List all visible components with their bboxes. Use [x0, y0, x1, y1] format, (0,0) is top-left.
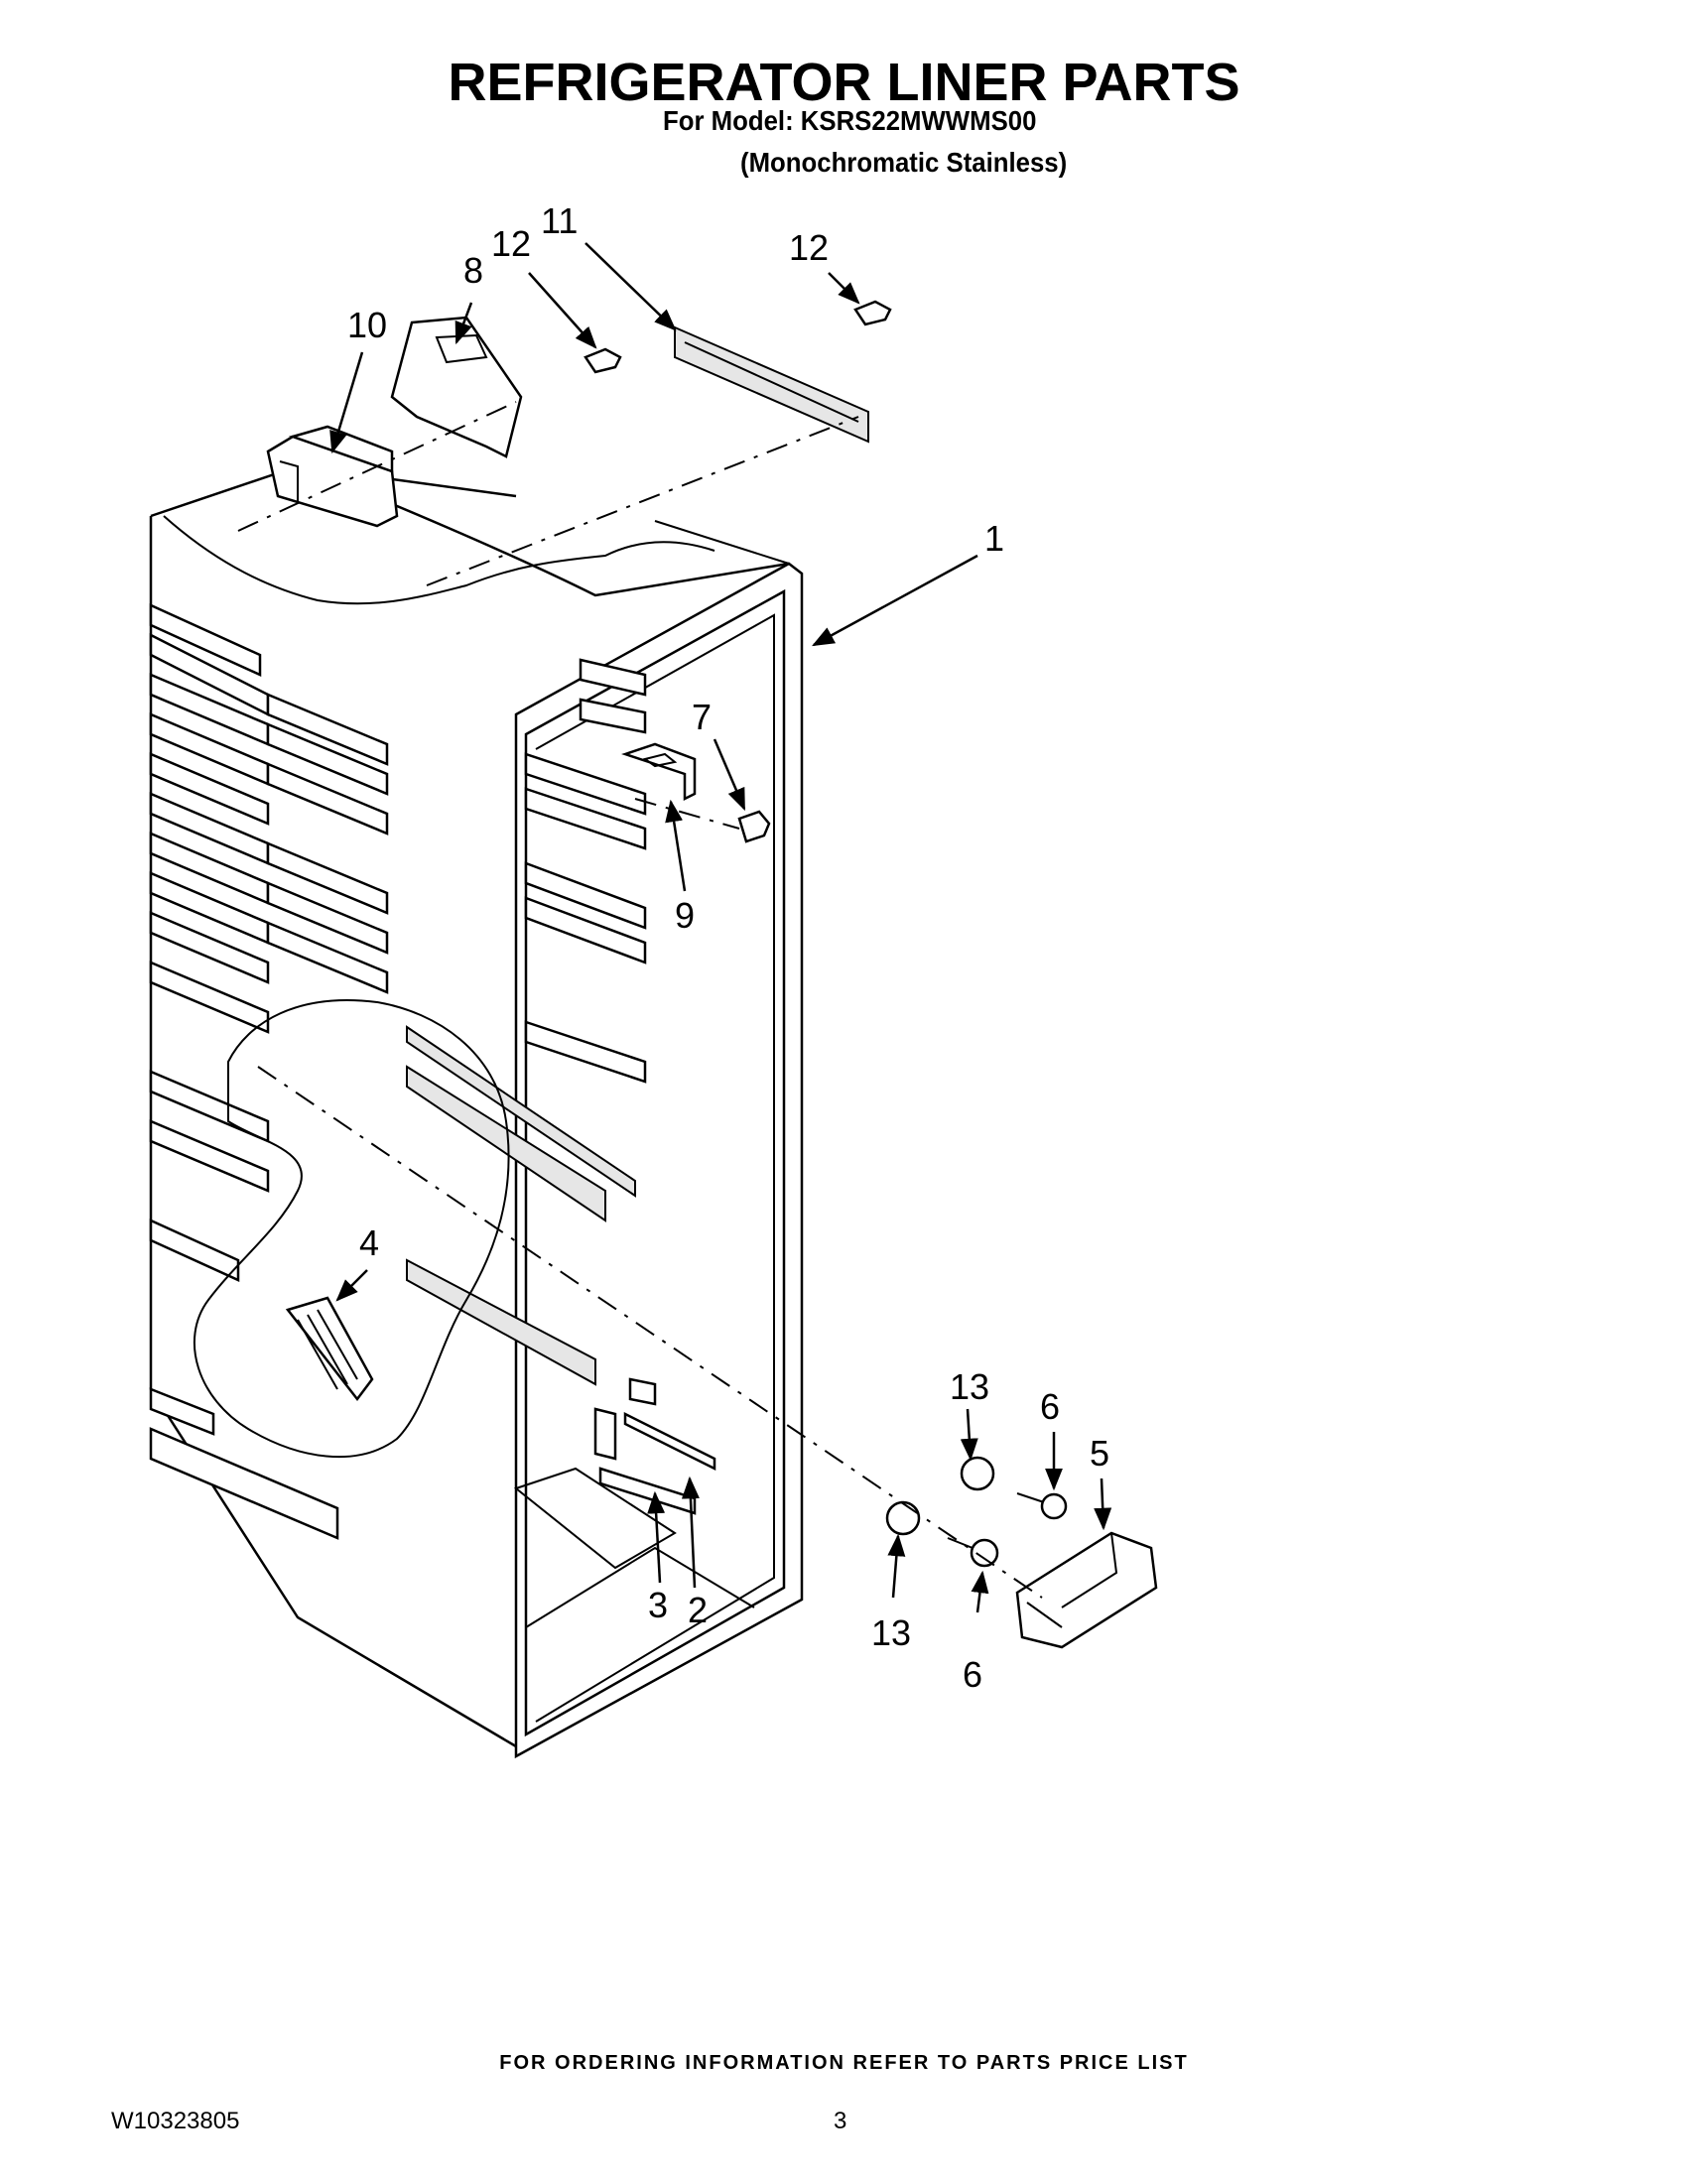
part-9-bracket [621, 742, 697, 802]
document-number: W10323805 [111, 2108, 240, 2134]
refrigerator-liner [149, 464, 804, 1759]
part-13-grommets [885, 1456, 995, 1536]
callout-10: 10 [347, 305, 387, 345]
part-11-rail [674, 325, 869, 444]
part-8-bracket [390, 316, 523, 458]
callout-8: 8 [463, 250, 483, 291]
assembly-lines [237, 401, 1043, 1599]
callout-6-lower: 6 [963, 1654, 982, 1695]
callout-11: 11 [541, 200, 578, 241]
callout-2: 2 [688, 1590, 708, 1630]
model-number: For Model: KSRS22MWWMS00 [663, 105, 1037, 136]
part-4-vent [285, 1296, 374, 1402]
shelf-rails-left [149, 603, 389, 1540]
callout-7: 7 [692, 697, 712, 737]
page-number: 3 [834, 2108, 847, 2134]
ordering-note: FOR ORDERING INFORMATION REFER TO PARTS … [499, 2052, 1189, 2074]
page-title: REFRIGERATOR LINER PARTS [448, 53, 1240, 112]
callout-4: 4 [359, 1222, 379, 1263]
callout-12-left: 12 [491, 223, 531, 264]
callout-12-right: 12 [789, 227, 829, 268]
callout-5: 5 [1090, 1433, 1109, 1474]
part-7-screw [737, 810, 771, 843]
callout-6-upper: 6 [1040, 1386, 1060, 1427]
part-5-light-cover [1015, 1531, 1158, 1649]
part-6-pins [947, 1492, 1068, 1568]
callout-13-upper: 13 [950, 1366, 989, 1407]
model-variant: (Monochromatic Stainless) [740, 147, 1068, 178]
callout-13-lower: 13 [871, 1612, 911, 1653]
callout-9: 9 [675, 895, 695, 936]
callout-1: 1 [984, 518, 1004, 559]
shelf-rails-right [406, 658, 647, 1386]
part-10-control-housing [266, 425, 399, 528]
callout-labels: 1 2 3 4 5 6 6 7 8 9 10 11 12 12 13 13 [347, 200, 1109, 1695]
leader-arrows [329, 242, 1112, 1613]
callout-3: 3 [648, 1585, 668, 1625]
part-12-screws [584, 300, 892, 374]
